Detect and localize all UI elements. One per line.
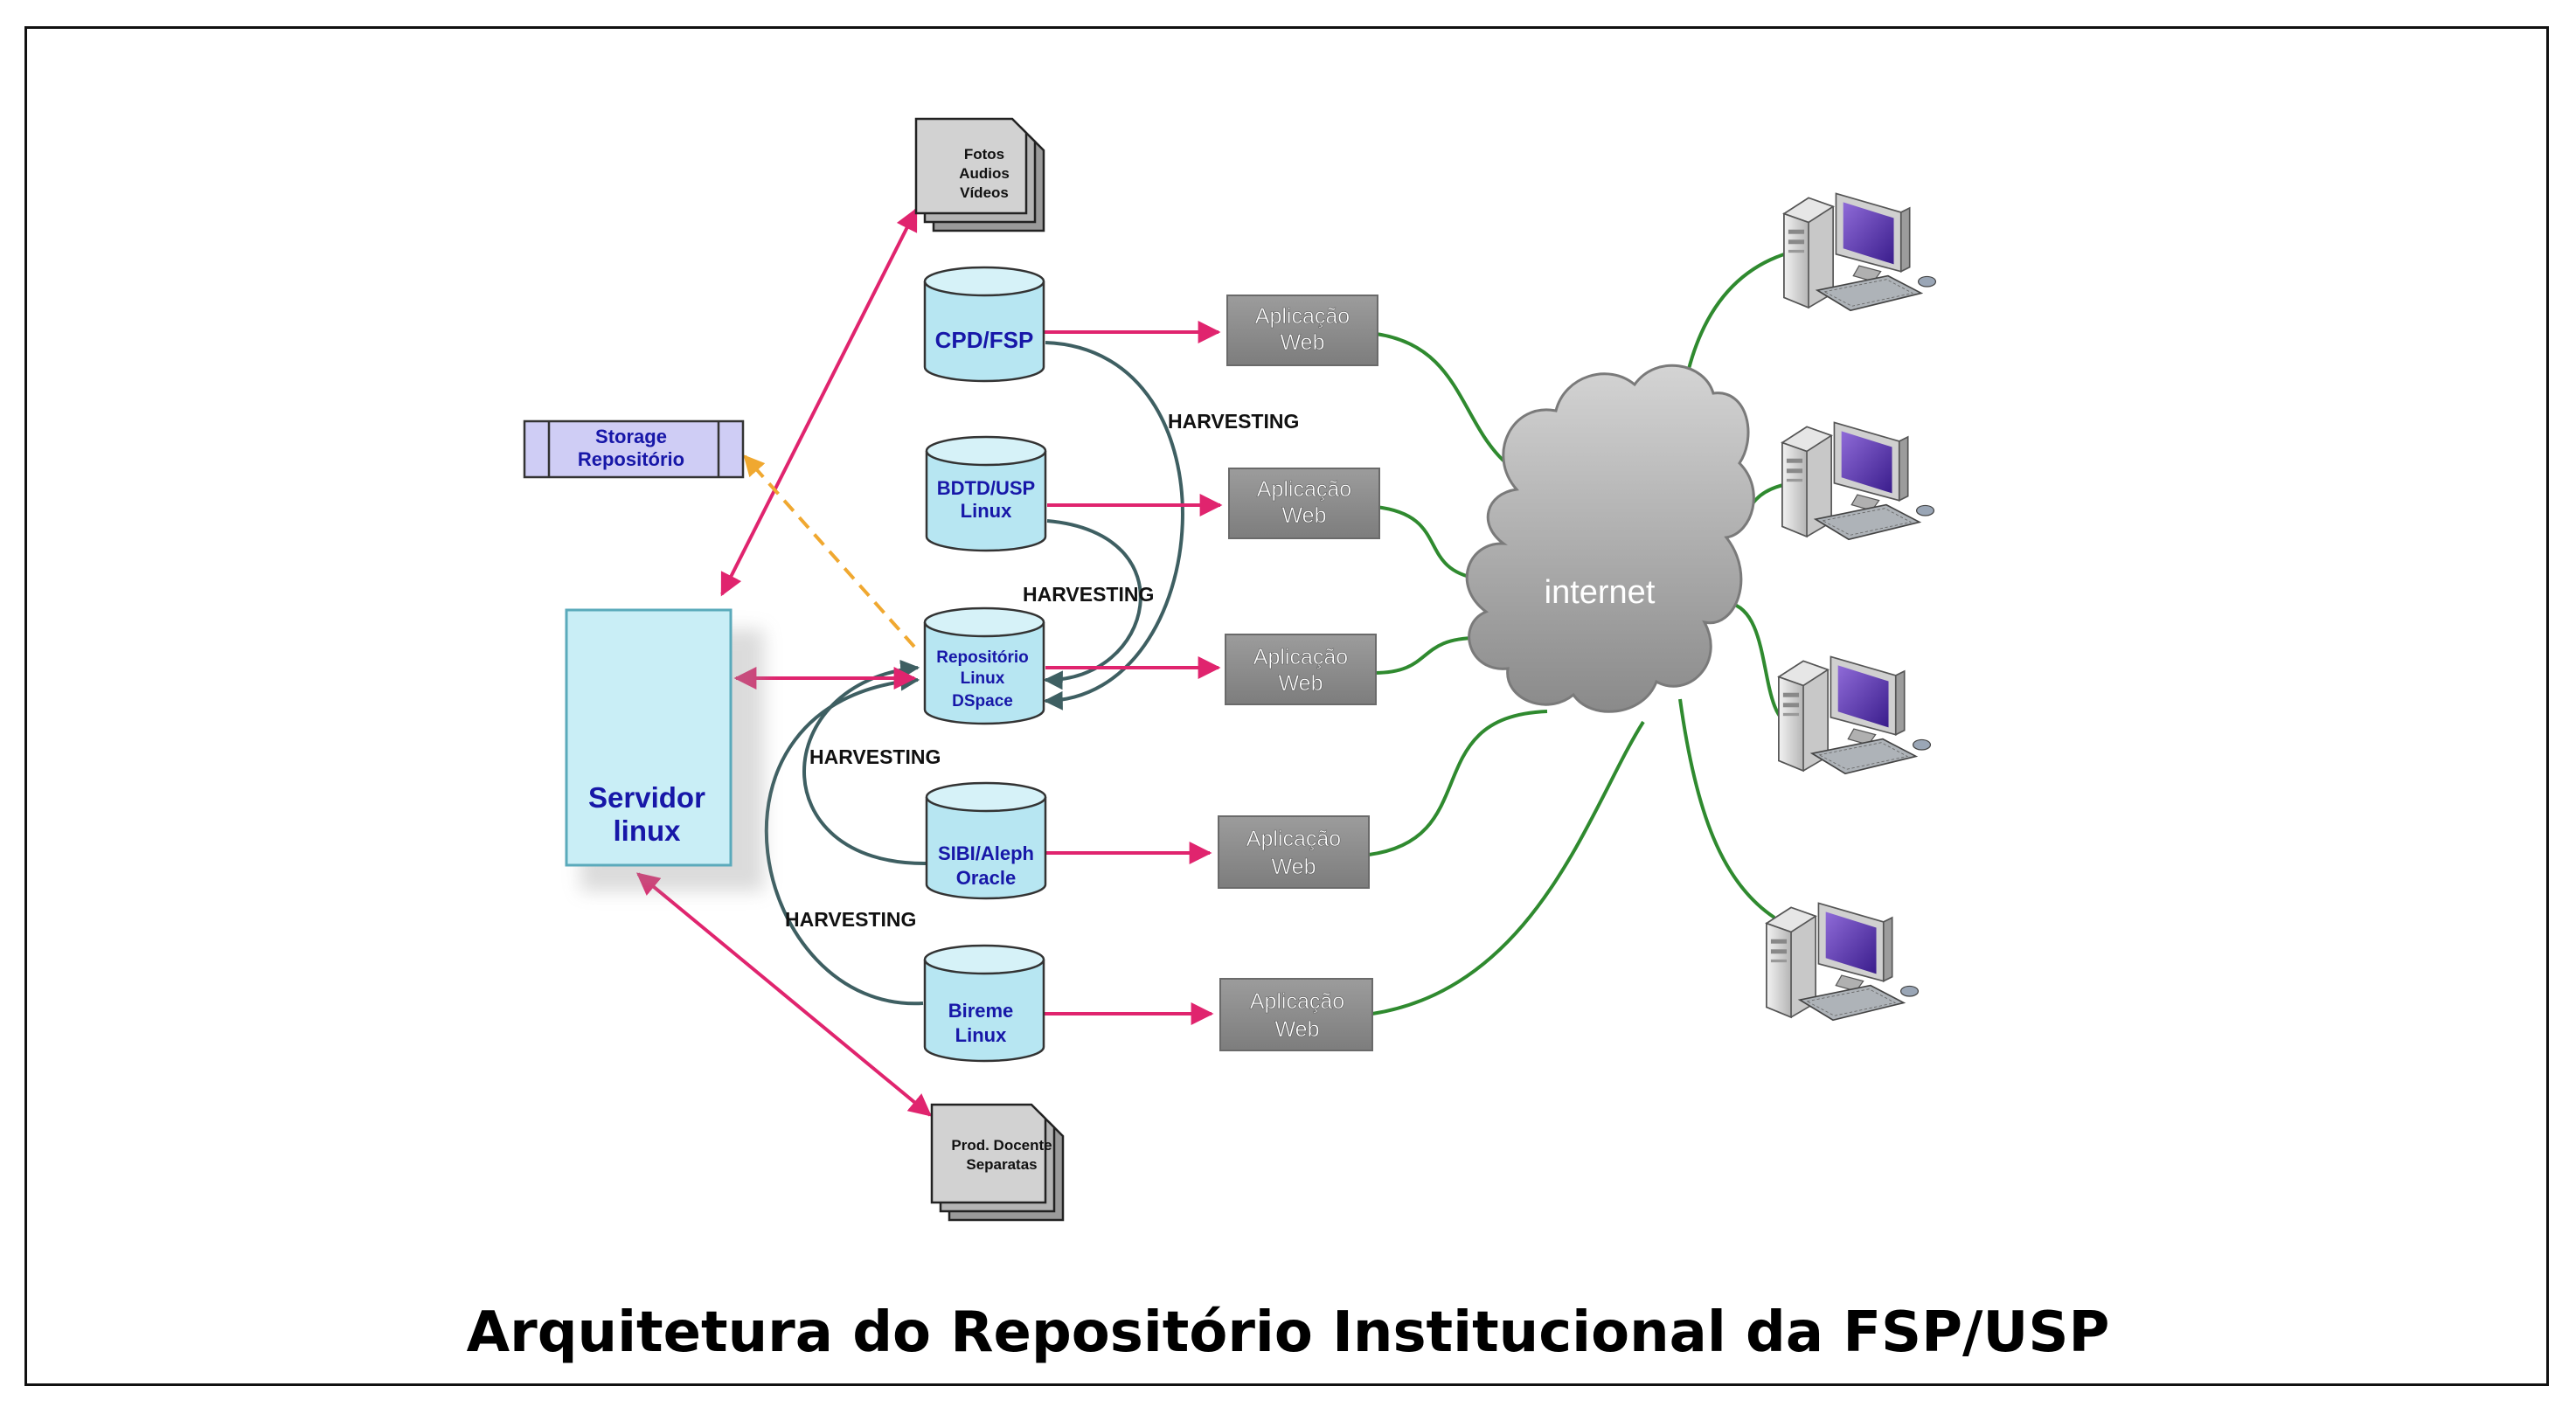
computer-icon	[1781, 421, 1935, 541]
computer-icon	[1783, 192, 1937, 312]
database-label: Linux	[961, 669, 1005, 688]
database-cpd: CPD/FSP	[923, 266, 1045, 383]
web-app-label: Web	[1282, 503, 1327, 528]
computer-icon	[1766, 902, 1920, 1022]
database-bdtd: BDTD/USP Linux	[925, 435, 1047, 552]
database-label: Linux	[955, 1024, 1007, 1046]
computer-icon	[1778, 655, 1932, 775]
diagram-caption: Arquitetura do Repositório Institucional…	[466, 1300, 2110, 1365]
web-app-label: Web	[1272, 855, 1316, 879]
computer-3	[1778, 655, 1932, 775]
internet-cloud: internet	[1465, 364, 1755, 713]
harvesting-label: HARVESTING	[785, 908, 916, 931]
harvest-curve-bdtd	[1043, 519, 1142, 690]
diagram-frame	[24, 26, 2549, 1386]
database-label: Repositório	[936, 648, 1029, 667]
harvesting-label: HARVESTING	[1023, 583, 1154, 606]
docs-documents: Prod. Docente Separatas	[930, 1103, 1065, 1222]
web-app-1: Aplicação Web	[1226, 295, 1378, 366]
media-label: Fotos	[964, 146, 1004, 163]
database-bireme: Bireme Linux	[923, 944, 1045, 1063]
computer-4	[1766, 902, 1920, 1022]
storage-label: Storage	[595, 426, 667, 447]
database-sibi: SIBI/Aleph Oracle	[925, 781, 1047, 900]
web-app-3: Aplicação Web	[1225, 634, 1377, 705]
web-app-label: Web	[1275, 1017, 1320, 1042]
internet-link-pc-4	[1678, 698, 1776, 919]
web-app-label: Aplicação	[1253, 645, 1348, 669]
docs-label: Separatas	[966, 1156, 1037, 1173]
docs-label: Prod. Docente	[951, 1137, 1052, 1154]
web-app-2: Aplicação Web	[1228, 468, 1380, 539]
computer-2	[1781, 421, 1935, 541]
web-app-label: Web	[1281, 330, 1325, 355]
media-label: Vídeos	[960, 184, 1009, 201]
media-documents: Fotos Audios Vídeos	[914, 117, 1045, 232]
internet-label: internet	[1545, 574, 1656, 611]
internet-link-web-5	[1371, 720, 1645, 1015]
arrow-server-docs	[635, 872, 933, 1117]
arrow-repo-to-storage	[743, 454, 916, 648]
arrow-server-media	[720, 207, 918, 597]
database-label: Bireme	[948, 1000, 1014, 1022]
web-app-label: Aplicação	[1246, 827, 1341, 851]
server-box: Servidor linux	[565, 608, 764, 891]
media-label: Audios	[959, 165, 1010, 182]
computer-1	[1783, 192, 1937, 312]
web-app-label: Web	[1279, 671, 1323, 696]
harvesting-label: HARVESTING	[1168, 410, 1299, 433]
server-label: linux	[613, 814, 681, 847]
database-label: Oracle	[956, 867, 1017, 889]
database-label: DSpace	[952, 692, 1013, 710]
database-label: Linux	[961, 500, 1012, 522]
storage-box: Storage Repositório	[523, 419, 745, 479]
database-label: SIBI/Aleph	[938, 842, 1034, 864]
storage-label: Repositório	[578, 448, 684, 470]
web-app-label: Aplicação	[1255, 304, 1350, 329]
server-label: Servidor	[588, 781, 705, 814]
database-label: CPD/FSP	[935, 327, 1034, 353]
harvest-curve-cpd	[1043, 341, 1184, 710]
pink-links	[635, 207, 1223, 1117]
harvesting-label: HARVESTING	[809, 745, 941, 768]
database-label: BDTD/USP	[937, 477, 1035, 499]
internet-link-web-2	[1375, 505, 1478, 580]
internet-link-web-3	[1373, 636, 1478, 675]
web-app-label: Aplicação	[1250, 989, 1344, 1014]
database-repo: Repositório Linux DSpace	[923, 606, 1045, 725]
web-app-5: Aplicação Web	[1219, 978, 1373, 1051]
web-app-4: Aplicação Web	[1218, 815, 1370, 889]
web-app-label: Aplicação	[1257, 477, 1351, 502]
internet-link-web-4	[1368, 710, 1548, 856]
